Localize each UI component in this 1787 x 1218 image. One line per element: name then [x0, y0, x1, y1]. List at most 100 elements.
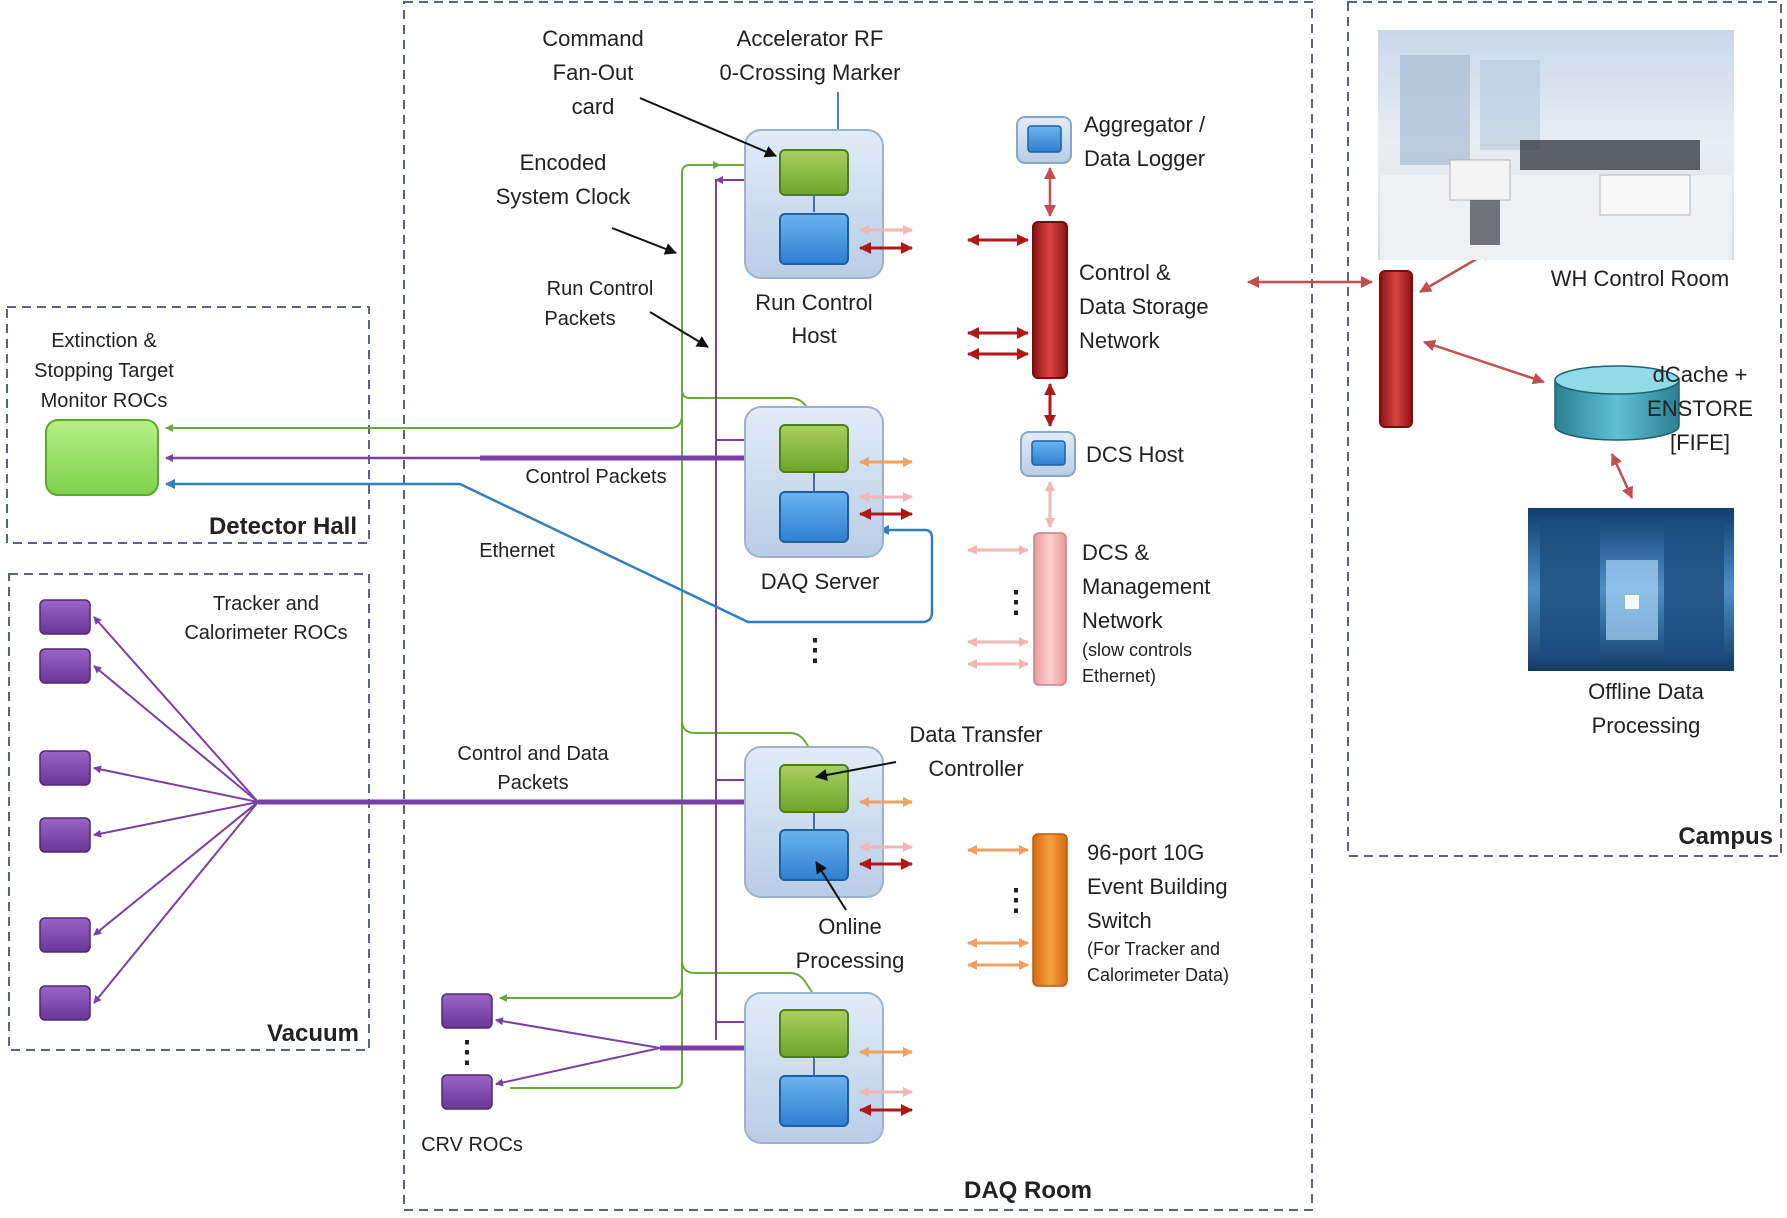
daq-server-4-cpu[interactable] [779, 1075, 849, 1127]
campus-router[interactable] [1379, 270, 1413, 428]
extinction-rocs-label-3: Monitor ROCs [41, 390, 168, 412]
dcache-storage-cylinder[interactable] [1554, 365, 1680, 441]
vacuum-label: Vacuum [267, 1020, 359, 1047]
tracker-roc[interactable] [39, 985, 91, 1021]
tracker-roc[interactable] [39, 917, 91, 953]
dcs-host-label: DCS Host [1086, 442, 1184, 467]
run-control-host-cpu[interactable] [779, 213, 849, 265]
run-control-host-label-2: Host [791, 323, 836, 348]
detector-hall-label: Detector Hall [209, 513, 357, 540]
control-storage-net-label-1: Control & [1079, 260, 1171, 285]
extinction-rocs-label-1: Extinction & [51, 330, 157, 352]
dcs-mgmt-net-label-3: Network [1082, 608, 1164, 633]
data-transfer-controller-label-2: Controller [928, 756, 1023, 781]
tracker-rocs-label-1: Tracker and [213, 593, 319, 615]
crv-rocs [441, 993, 493, 1110]
offline-processing-label-2: Processing [1592, 713, 1701, 738]
host-network-arrows [859, 225, 913, 1116]
dcs-host-node[interactable] [1020, 431, 1076, 477]
event-switch-ellipsis: ⋮ [1001, 884, 1031, 917]
network-links [967, 167, 1634, 970]
dcs-mgmt-note-1: (slow controls [1082, 640, 1192, 660]
encoded-clock-label-1: Encoded [520, 150, 607, 175]
encoded-clock-label-2: System Clock [496, 184, 631, 209]
crv-fanout [495, 1017, 661, 1087]
run-control-host[interactable] [744, 129, 884, 279]
dcache-label-2: ENSTORE [1647, 396, 1753, 421]
dcache-label-1: dCache + [1653, 362, 1748, 387]
command-fanout-card[interactable] [779, 149, 849, 196]
accel-rf-label-1: Accelerator RF [737, 26, 884, 51]
event-building-switch[interactable] [1032, 833, 1068, 987]
extinction-monitor-roc[interactable] [45, 419, 159, 496]
run-control-packets-label-1: Run Control [547, 278, 654, 300]
daq-room-region [403, 1, 1313, 1211]
control-storage-network-switch[interactable] [1032, 221, 1068, 379]
detector-hall-region [6, 306, 370, 544]
extinction-rocs-label-2: Stopping Target [34, 360, 174, 382]
tracker-roc[interactable] [39, 817, 91, 853]
tracker-roc[interactable] [39, 599, 91, 635]
data-transfer-controller-label-1: Data Transfer [909, 722, 1042, 747]
online-processing-label-2: Processing [796, 948, 905, 973]
daq-server-dtc[interactable] [779, 424, 849, 473]
aggregator-label-2: Data Logger [1084, 146, 1205, 171]
crv-roc[interactable] [441, 993, 493, 1029]
dcs-mgmt-net-label-1: DCS & [1082, 540, 1150, 565]
daq-server-4[interactable] [744, 992, 884, 1144]
aggregator-node[interactable] [1016, 116, 1072, 164]
tracker-roc[interactable] [39, 750, 91, 786]
dcs-mgmt-note-2: Ethernet) [1082, 666, 1156, 686]
tracker-roc[interactable] [39, 648, 91, 684]
dcs-management-switch[interactable] [1033, 532, 1067, 686]
daq-server[interactable] [744, 406, 884, 558]
event-switch-note-1: (For Tracker and [1087, 939, 1220, 959]
ethernet-line [165, 479, 934, 624]
run-control-host-label-1: Run Control [755, 290, 872, 315]
online-processing-label-1: Online [818, 914, 882, 939]
aggregator-label-1: Aggregator / [1084, 112, 1206, 137]
dcache-label-3: [FIFE] [1670, 430, 1730, 455]
dcs-mgmt-net-label-2: Management [1082, 574, 1210, 599]
crv-rocs-label: CRV ROCs [421, 1134, 523, 1156]
crv-rocs-ellipsis: ⋮ [452, 1036, 482, 1069]
clock-trunk [165, 164, 813, 1089]
control-packets-label: Control Packets [525, 466, 666, 488]
ethernet-label: Ethernet [479, 540, 555, 562]
command-fanout-label-3: card [572, 94, 615, 119]
control-storage-net-label-2: Data Storage [1079, 294, 1209, 319]
vacuum-region [8, 573, 370, 1051]
callout-arrows [611, 97, 897, 911]
crv-roc[interactable] [441, 1074, 493, 1110]
command-fanout-label-1: Command [542, 26, 643, 51]
tracker-fanout [93, 616, 259, 1004]
campus-label: Campus [1678, 823, 1773, 850]
control-data-packets-label-1: Control and Data [457, 743, 609, 765]
daq-server-4-dtc[interactable] [779, 1009, 849, 1058]
data-transfer-controller-card[interactable] [779, 764, 849, 813]
dcs-switch-ellipsis: ⋮ [1001, 586, 1031, 619]
tracker-calorimeter-rocs [39, 599, 91, 1021]
offline-processing-label-1: Offline Data [1588, 679, 1705, 704]
daq-server-label: DAQ Server [761, 569, 880, 594]
offline-processing-image [1528, 508, 1734, 671]
control-data-packets-label-2: Packets [497, 772, 568, 794]
daq-server-3[interactable] [744, 746, 884, 898]
event-switch-label-3: Switch [1087, 908, 1152, 933]
daq-room-label: DAQ Room [964, 1177, 1092, 1204]
event-switch-note-2: Calorimeter Data) [1087, 965, 1229, 985]
event-switch-label-2: Event Building [1087, 874, 1228, 899]
daq-server-cpu[interactable] [779, 491, 849, 543]
accel-rf-label-2: 0-Crossing Marker [720, 60, 901, 85]
event-switch-label-1: 96-port 10G [1087, 840, 1204, 865]
tracker-rocs-label-2: Calorimeter ROCs [184, 622, 347, 644]
online-processing-cpu[interactable] [779, 829, 849, 881]
wh-control-room-image [1378, 30, 1734, 260]
daq-servers-ellipsis: ⋮ [800, 634, 830, 667]
wh-control-room-label: WH Control Room [1551, 266, 1729, 291]
command-fanout-label-2: Fan-Out [553, 60, 634, 85]
control-storage-net-label-3: Network [1079, 328, 1161, 353]
run-control-packets-label-2: Packets [544, 308, 615, 330]
campus-region [1347, 1, 1782, 857]
